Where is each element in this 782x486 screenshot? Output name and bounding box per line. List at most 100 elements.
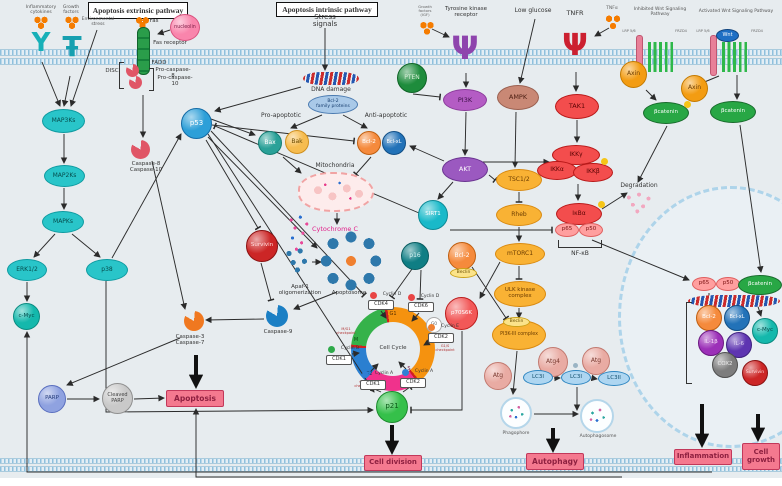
lc3-1: LC3I	[523, 370, 553, 385]
cdk1a-box: CDK1	[326, 355, 352, 365]
erk12: ERK1/2	[7, 259, 47, 281]
caspase-9-icon	[266, 305, 288, 327]
mapks: MAPKs	[42, 211, 84, 233]
disc-label: DISC	[105, 68, 119, 75]
bcl2-family-proteins: Bcl-2 family proteins	[308, 95, 358, 114]
survivin-nucleus: Survivin	[742, 360, 768, 386]
tsc12: TSC1/2	[496, 169, 542, 191]
cytokine-dots-icon	[33, 16, 49, 29]
page-bottom-strip	[0, 478, 782, 486]
cyclin-e-dot	[428, 324, 435, 331]
cyclin-a2-label: Cyclin A	[414, 369, 434, 375]
bcatenin-phospho-dot	[684, 101, 691, 108]
map3ks: MAP3Ks	[42, 109, 85, 133]
edge-36	[461, 111, 469, 156]
edge-6	[71, 233, 101, 258]
bcl2-cyto: Bcl-2	[357, 131, 381, 155]
parp: PARP	[38, 385, 66, 413]
edge-44	[510, 350, 518, 395]
edge-9	[157, 29, 171, 36]
edge-87	[409, 145, 445, 162]
autophagosome-icon	[580, 399, 614, 433]
disc-bracket-right	[149, 68, 154, 91]
cmyc-nucleus: c-Myc	[752, 318, 778, 344]
disc-bracket-left	[119, 62, 124, 89]
axin-1: Axin	[620, 61, 647, 88]
apoptosome-icon	[320, 231, 382, 291]
cdk4-box: CDK4	[368, 300, 394, 310]
axin-2: Axin	[681, 75, 708, 102]
cyclin-d1-dot	[370, 292, 377, 299]
p16: p16	[401, 242, 429, 270]
ikk-phospho-dot	[601, 158, 608, 165]
cyclin-b-dot	[328, 346, 335, 353]
degradation-label: Degradation	[620, 182, 658, 190]
inflammation-box: Inflammation	[674, 449, 732, 465]
cox2-nucleus: COX2	[712, 352, 738, 378]
fadd-label: FADD	[151, 60, 167, 67]
edge-21	[205, 316, 265, 324]
edge-1	[61, 75, 71, 107]
tnfa-dots-icon	[604, 14, 622, 30]
map2ks: MAP2Ks	[44, 165, 85, 187]
autophagosome-label: Autophagosome	[579, 434, 617, 440]
edge-24	[133, 394, 165, 402]
growth-factor-dots-icon	[64, 16, 80, 29]
low-glucose-label: Low glucose	[514, 7, 552, 15]
mtorc1: mTORC1	[495, 243, 545, 265]
cdk2a-box: CDK2	[428, 333, 454, 343]
edge-63	[637, 125, 668, 183]
apoptosome-label: Apoptosome	[331, 290, 367, 297]
caspase-9-label: Caspase-9	[263, 329, 293, 336]
apoptosis-box: Apoptosis	[166, 390, 224, 407]
edge-0	[41, 61, 61, 107]
ikk-alpha: IKKα	[537, 161, 577, 180]
cmyc-cyto: c-Myc	[13, 303, 40, 330]
lc3-3: LC3II	[598, 371, 630, 386]
frzd-icon-2	[722, 42, 750, 72]
bcatenin-activated: βcatenin	[710, 101, 756, 123]
nucleolin: nucleolin	[170, 14, 200, 41]
growth-factor-receptor-icon: Ŧ	[62, 30, 82, 63]
bclxl-cyto: Bcl-xL	[382, 131, 406, 155]
target-bracket	[686, 302, 692, 384]
bax: Bax	[258, 131, 282, 155]
top-membrane-outer	[0, 49, 782, 56]
cleaved-parp: Cleaved PARP	[102, 383, 133, 414]
p50-nucleus: p50	[716, 277, 740, 291]
fas-receptor-icon	[137, 27, 150, 75]
beclin-chip-complex: Beclin	[503, 317, 530, 327]
beclin-chip: Beclin	[450, 268, 477, 278]
anti-apoptotic-label: Anti-apoptotic	[364, 112, 408, 120]
caspase-3-7-icon	[184, 311, 204, 331]
apaf1-monomers-icon	[282, 247, 310, 273]
top-membrane-inner	[0, 58, 782, 65]
ulk-complex: ULK kinase complex	[494, 281, 546, 307]
bak: Bak	[285, 130, 309, 154]
stress-signals-label: Stress signals	[312, 12, 338, 28]
lrp56-label-1: LRP 5/6	[622, 29, 636, 34]
ikba-phospho-dot	[598, 201, 605, 208]
edge-22	[66, 337, 181, 386]
lc3-2: LC3I	[561, 370, 591, 385]
cell-division-box: Cell division	[364, 455, 422, 471]
g1s-checkpoint-label: G1/S checkpoint	[435, 344, 455, 352]
akt: AKT	[442, 157, 488, 182]
sirt1: SIRT1	[418, 200, 448, 230]
p65-cyto: p65	[555, 223, 579, 237]
wnt-inhibited-label: Inhibited Wnt Signaling Pathway	[633, 7, 687, 17]
cell-growth-box: Cell growth	[742, 443, 780, 470]
edge-16	[282, 156, 302, 174]
cytokine-receptor-icon: Y	[31, 28, 51, 58]
phagophore-icon	[500, 397, 532, 429]
ikba: IκBα	[556, 203, 602, 225]
survivin-cyto: Survivin	[246, 230, 278, 262]
cyclin-d1-label: Cyclin D	[382, 292, 402, 298]
lrp56-label-2: LRP 5/6	[696, 29, 710, 34]
atg-2: Atg	[582, 347, 610, 375]
frzd-icon-1	[648, 42, 676, 72]
pro-caspase-8-label: Pro-caspase-8	[155, 67, 191, 79]
phagophore-label: Phagophore	[502, 431, 530, 437]
edge-28	[205, 139, 262, 231]
